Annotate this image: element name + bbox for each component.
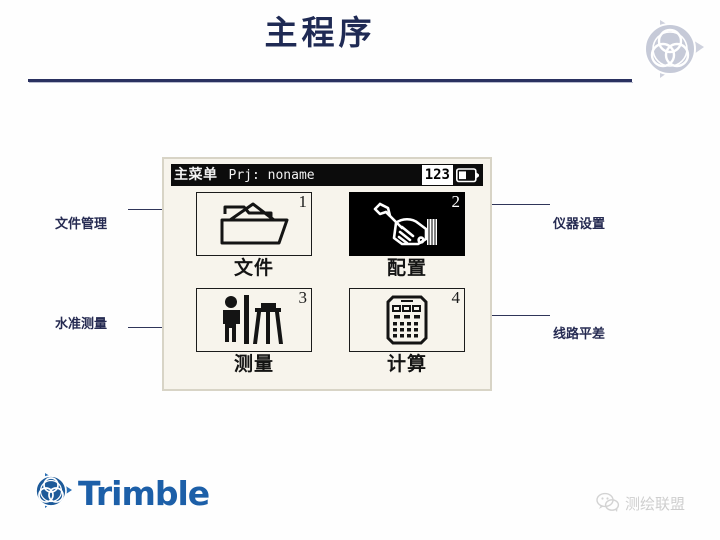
trimble-logo: Trimble [34,471,210,516]
page-title: 主程序 [264,16,376,52]
main-menu-grid: 1 文件 2 [167,188,487,386]
annotation-label-route-adjustment: 线路平差 [553,327,606,342]
status-bar-counter: 123 [421,165,453,185]
title-divider-shadow [29,82,633,83]
menu-item-config-label: 配置 [386,257,427,279]
menu-item-calculate-label: 计算 [386,353,427,375]
menu-item-config-index: 2 [451,192,461,211]
battery-icon [456,167,480,183]
surveyor-level-icon [197,289,311,351]
menu-item-files[interactable]: 1 文件 [196,192,312,280]
annotation-label-instrument-settings: 仪器设置 [553,217,606,232]
trimble-globe-icon [34,471,74,516]
trimble-wordmark: Trimble [78,473,210,513]
leader-line-instrument-settings [455,204,550,205]
menu-item-survey-box[interactable]: 3 [196,288,312,352]
menu-item-files-label: 文件 [233,257,274,279]
watermark-text: 测绘联盟 [625,495,686,513]
wrench-hand-icon [350,193,464,255]
menu-item-config-box[interactable]: 2 [349,192,465,256]
menu-item-files-box[interactable]: 1 [196,192,312,256]
trimble-globe-mark-icon [640,16,708,84]
wechat-icon [596,492,620,517]
menu-item-config[interactable]: 2 [349,192,465,280]
calculator-icon [350,289,464,351]
annotation-label-file-management: 文件管理 [55,217,108,232]
status-bar: 主菜单 Prj: noname 123 [171,164,483,186]
menu-item-calculate[interactable]: 4 [349,288,465,376]
folder-icon [197,193,311,255]
menu-item-survey[interactable]: 3 [196,288,312,376]
device-screen-inner: 主菜单 Prj: noname 123 1 [167,162,487,386]
menu-item-survey-index: 3 [298,288,308,307]
status-bar-project: Prj: noname [228,167,315,183]
menu-item-files-index: 1 [298,192,308,211]
status-bar-title: 主菜单 [174,167,218,183]
menu-item-survey-label: 测量 [233,353,274,375]
menu-item-calculate-box[interactable]: 4 [349,288,465,352]
wechat-watermark: 测绘联盟 [596,492,685,517]
device-screen: 主菜单 Prj: noname 123 1 [162,157,492,391]
leader-line-route-adjustment [436,315,550,316]
annotation-label-leveling: 水准测量 [55,317,108,332]
menu-item-calculate-index: 4 [451,288,461,307]
title-divider [28,79,632,82]
